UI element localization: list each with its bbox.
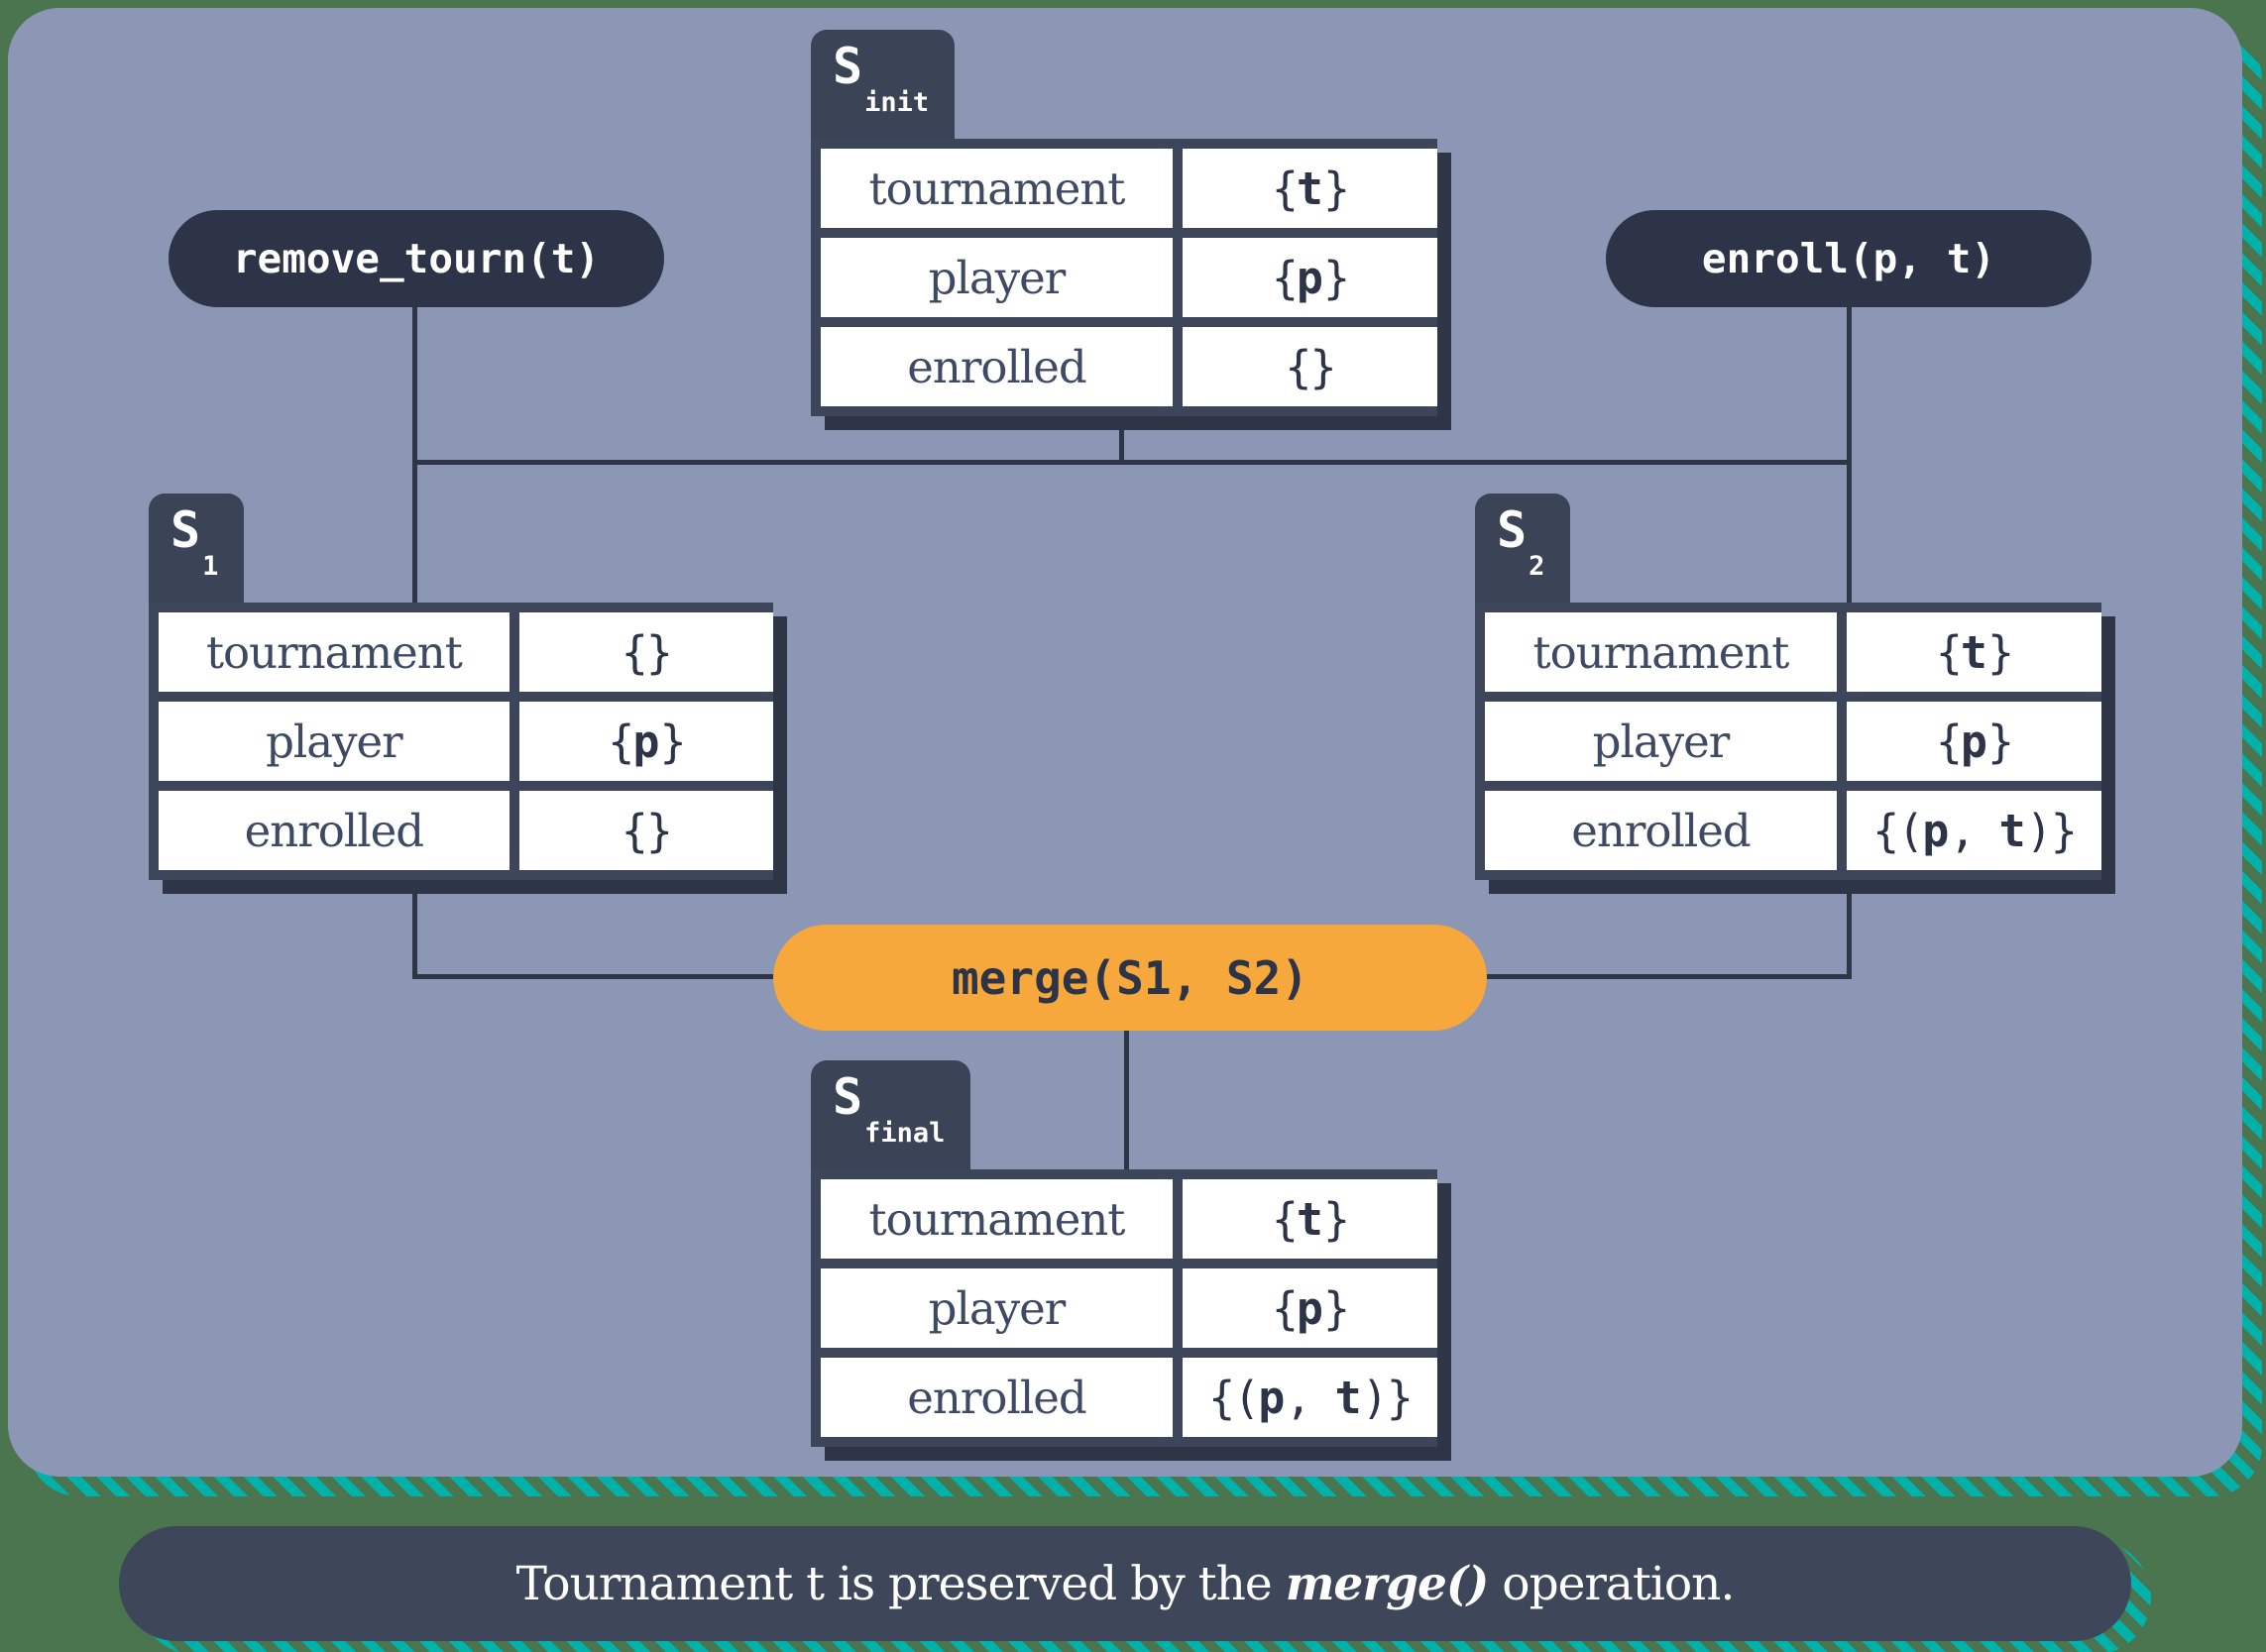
- table-name: S: [1497, 501, 1528, 559]
- table-grid: tournament {t} player {p} enrolled {}: [811, 139, 1437, 416]
- table-grid: tournament {t} player {p} enrolled {(p, …: [1475, 603, 2101, 880]
- table-row-value: {t}: [1182, 1179, 1437, 1259]
- table-grid: tournament {} player {p} enrolled {}: [149, 603, 773, 880]
- table-row-label: enrolled: [821, 1358, 1173, 1437]
- table-row-label: tournament: [159, 612, 510, 692]
- table-row-value: {p}: [1182, 238, 1437, 317]
- caption-text: Tournament t is preserved by the merge()…: [515, 1556, 1736, 1611]
- connector-s1-to-merge: [412, 974, 789, 979]
- table-row-value: {}: [518, 791, 773, 870]
- table-row-value: {}: [518, 612, 773, 692]
- state-table-s-final: S final tournament {t} player {p} enroll…: [811, 1060, 1437, 1447]
- table-row-label: enrolled: [821, 327, 1173, 406]
- caption-post: operation.: [1488, 1556, 1735, 1611]
- table-row-value: {(p, t)}: [1846, 791, 2101, 870]
- table-row-value: {p}: [518, 702, 773, 781]
- table-tab-s-final: S final: [811, 1060, 971, 1169]
- state-table-s1: S 1 tournament {} player {p} enrolled {}: [149, 494, 773, 880]
- connector-sinit-down: [1119, 411, 1124, 465]
- caption-pre: Tournament t is preserved by the: [515, 1556, 1286, 1611]
- table-row-value: {}: [1182, 327, 1437, 406]
- operation-label: remove_tourn(t): [232, 235, 601, 282]
- connector-enroll-to-s2: [1847, 297, 1852, 606]
- table-row-label: player: [1485, 702, 1837, 781]
- table-row-label: player: [821, 1268, 1173, 1348]
- operation-label: merge(S1, S2): [951, 950, 1309, 1005]
- table-row-label: player: [159, 702, 510, 781]
- table-name: S: [170, 501, 201, 559]
- table-tab-s1: S 1: [149, 494, 245, 603]
- table-subscript: init: [864, 87, 930, 118]
- table-row-value: {t}: [1846, 612, 2101, 692]
- caption-bar: Tournament t is preserved by the merge()…: [119, 1526, 2131, 1641]
- state-table-s-init: S init tournament {t} player {p} enrolle…: [811, 30, 1437, 416]
- table-row-label: player: [821, 238, 1173, 317]
- table-tab-s-init: S init: [811, 30, 956, 139]
- table-grid: tournament {t} player {p} enrolled {(p, …: [811, 1169, 1437, 1447]
- table-row-value: {t}: [1182, 149, 1437, 228]
- table-name: S: [833, 38, 863, 95]
- caption-emphasis: merge(): [1285, 1556, 1490, 1611]
- operation-label: enroll(p, t): [1701, 235, 1996, 282]
- connector-horizontal-top: [412, 460, 1852, 465]
- table-row-value: {p}: [1846, 702, 2101, 781]
- table-tab-s2: S 2: [1475, 494, 1571, 603]
- connector-s2-to-merge: [1479, 974, 1852, 979]
- connector-remove-to-s1: [412, 297, 417, 606]
- table-subscript: 2: [1529, 551, 1545, 582]
- connector-merge-to-sfinal: [1124, 1026, 1129, 1174]
- table-row-value: {p}: [1182, 1268, 1437, 1348]
- operation-merge: merge(S1, S2): [773, 925, 1487, 1031]
- state-table-s2: S 2 tournament {t} player {p} enrolled {…: [1475, 494, 2101, 880]
- table-subscript: 1: [202, 551, 219, 582]
- table-name: S: [833, 1068, 863, 1126]
- connector-s2-down: [1847, 872, 1852, 979]
- table-row-label: tournament: [821, 149, 1173, 228]
- operation-remove-tourn: remove_tourn(t): [169, 210, 664, 307]
- table-row-label: tournament: [821, 1179, 1173, 1259]
- table-row-label: enrolled: [159, 791, 510, 870]
- table-subscript: final: [864, 1118, 946, 1149]
- table-row-value: {(p, t)}: [1182, 1358, 1437, 1437]
- operation-enroll: enroll(p, t): [1606, 210, 2092, 307]
- connector-s1-down: [412, 872, 417, 979]
- table-row-label: tournament: [1485, 612, 1837, 692]
- table-row-label: enrolled: [1485, 791, 1837, 870]
